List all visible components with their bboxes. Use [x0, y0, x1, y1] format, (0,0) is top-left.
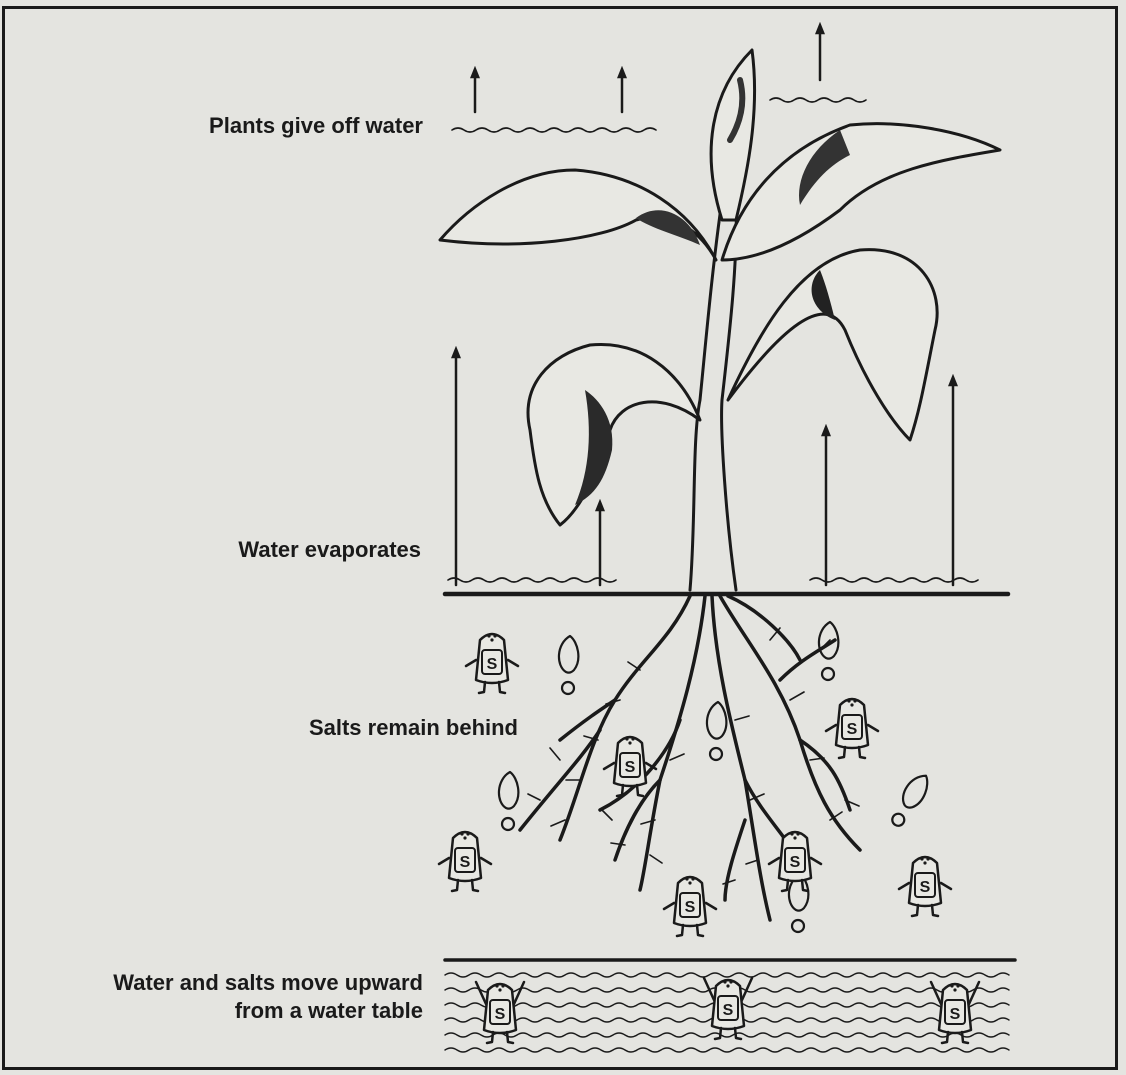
salt-shakers-soil: [439, 634, 951, 936]
transpiration-arrows: [475, 28, 820, 112]
label-salts-remain-behind: Salts remain behind: [309, 714, 518, 742]
surface-wavy-lines: [448, 578, 978, 582]
plant: [440, 50, 1000, 590]
vapor-wavy-lines: [452, 98, 866, 132]
label-water-table: Water and salts move upward from a water…: [113, 969, 423, 1025]
label-plants-give-off-water: Plants give off water: [209, 112, 423, 140]
label-water-table-line1: Water and salts move upward: [113, 969, 423, 997]
label-water-evaporates: Water evaporates: [238, 536, 421, 564]
label-water-table-line2: from a water table: [113, 997, 423, 1025]
